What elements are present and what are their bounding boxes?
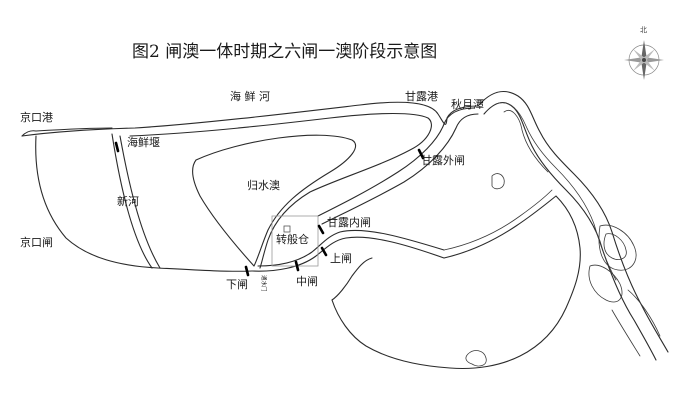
ganlu-inner-gate-bar — [317, 224, 325, 235]
figure-title: 图2 闸澳一体时期之六闸一澳阶段示意图 — [132, 42, 437, 62]
new-river-label: 新河 — [117, 194, 139, 208]
central-bank — [129, 112, 432, 269]
haixian-weir-bar — [114, 141, 120, 153]
middle-gate-label: 中闸 — [296, 275, 318, 288]
lower-gate-bar — [244, 265, 250, 277]
zhuanban-granary-label: 转般仓 — [276, 232, 309, 246]
canal-inner-left-bank-2 — [111, 133, 153, 269]
zhuanban-granary-marker — [283, 225, 291, 233]
qiuyue-pool-label: 秋月潭 — [451, 97, 484, 111]
small-islet — [465, 350, 487, 367]
compass-icon — [624, 40, 664, 80]
ganlu-channel-2 — [321, 113, 479, 225]
canal-upper-bank — [21, 101, 479, 137]
ganlu-outer-gate-label: 甘露外闸 — [421, 154, 465, 167]
river-shoreline-3 — [495, 102, 617, 281]
canal-lower-bank — [35, 135, 253, 272]
lower-gate-label: 下闸 — [226, 278, 248, 291]
small-vertical-label: 通水门 — [260, 275, 268, 292]
ganlu-inner-gate-label: 甘露内闸 — [327, 215, 371, 229]
middle-gate-bar — [294, 260, 300, 272]
canal-inner-left-bank — [119, 135, 161, 269]
river-contour-6 — [611, 309, 641, 357]
southern-coast — [331, 195, 581, 369]
river-contour-4 — [588, 264, 623, 303]
ganlu-outer-gate-bar — [417, 148, 425, 160]
river-contour-2 — [598, 224, 637, 271]
coastal-bank-lower — [331, 257, 373, 301]
river-shoreline-1 — [477, 90, 669, 353]
compass-north-label: 北 — [640, 26, 647, 34]
jingkou-harbor-label: 京口港 — [20, 110, 53, 124]
river-shoreline-2 — [483, 102, 657, 361]
jingkou-gate-label: 京口闸 — [20, 235, 53, 249]
river-contour-1 — [503, 110, 549, 173]
small-islet-2 — [491, 173, 505, 190]
upper-gate-bar — [320, 246, 328, 257]
river-contour-5 — [627, 289, 661, 337]
ganlu-harbor-label: 甘露港 — [405, 90, 438, 103]
gui-shui-ao-reservoir — [191, 134, 357, 267]
canal-harbor-mouth — [21, 127, 113, 137]
southern-inner-coast — [443, 189, 553, 251]
gui-shui-ao-label: 归水澳 — [247, 178, 280, 192]
haixian-weir-label: 海鲜堰 — [127, 135, 160, 149]
gate-channel-lower — [251, 236, 445, 272]
river-contour-3 — [603, 233, 627, 260]
haixian-river-label: 海 鲜 河 — [230, 89, 270, 103]
gate-channel-upper — [257, 229, 445, 267]
zhuanban-granary-enclosure — [271, 215, 319, 267]
upper-gate-label: 上闸 — [330, 252, 352, 265]
